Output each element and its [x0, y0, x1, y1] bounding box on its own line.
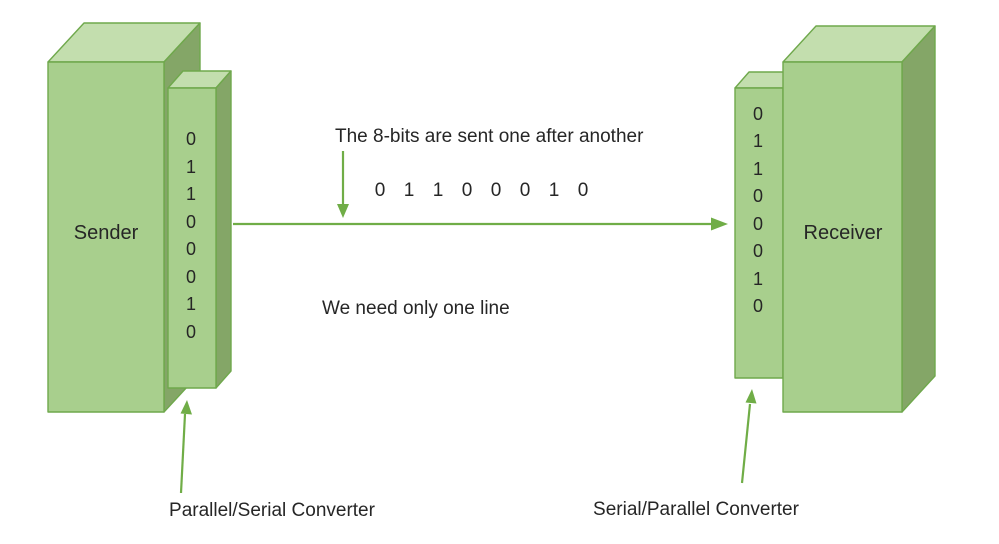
receiver-bit: 1 [753, 269, 763, 289]
sender-unit: Sender 0 1 1 0 0 0 1 0 [47, 22, 232, 413]
receiver-bit: 0 [753, 296, 763, 316]
serial-bit: 0 [578, 180, 589, 201]
down-arrowhead-icon [337, 204, 349, 218]
sender-converter-box: 0 1 1 0 0 0 1 0 [167, 70, 232, 389]
receiver-converter-caption: Serial/Parallel Converter [593, 499, 800, 520]
sender-bit: 0 [186, 267, 196, 287]
receiver-box-side [901, 25, 936, 413]
sender-bit: 0 [186, 239, 196, 259]
serial-bit: 0 [520, 180, 531, 201]
sender-converter-bits: 0 1 1 0 0 0 1 0 [186, 129, 196, 342]
receiver-bit: 0 [753, 214, 763, 234]
sender-converter-caption: Parallel/Serial Converter [169, 500, 376, 521]
receiver-bit: 1 [753, 131, 763, 151]
receiver-bit: 0 [753, 186, 763, 206]
transmission: The 8-bits are sent one after another 0 … [233, 126, 728, 319]
sender-bit: 1 [186, 294, 196, 314]
receiver-converter-arrow-line [740, 403, 752, 484]
serial-bit: 0 [375, 180, 386, 201]
receiver-box-front [782, 61, 903, 413]
sender-label: Sender [74, 222, 139, 244]
sender-bit: 0 [186, 129, 196, 149]
sender-converter-front [167, 87, 217, 389]
receiver-bit: 0 [753, 241, 763, 261]
sender-bit: 1 [186, 184, 196, 204]
receiver-unit: 0 1 1 0 0 0 1 0 Receiver [734, 25, 936, 413]
serial-bit: 1 [404, 180, 415, 201]
annotations: Parallel/Serial Converter Serial/Paralle… [169, 389, 800, 521]
note-bottom: We need only one line [322, 298, 510, 319]
receiver-converter-bits: 0 1 1 0 0 0 1 0 [753, 104, 763, 316]
sender-bit: 0 [186, 212, 196, 232]
sender-box-front [47, 61, 165, 413]
serial-bits-row: 0 1 1 0 0 0 1 0 [375, 180, 589, 201]
serial-bit: 0 [491, 180, 502, 201]
sender-converter-side [215, 70, 232, 389]
sender-converter-arrow-line [179, 413, 187, 494]
sender-bit: 0 [186, 322, 196, 342]
receiver-bit: 1 [753, 159, 763, 179]
serial-bit: 0 [462, 180, 473, 201]
receiver-bit: 0 [753, 104, 763, 124]
sender-bit: 1 [186, 157, 196, 177]
serial-bit: 1 [549, 180, 560, 201]
serial-line-arrowhead-icon [711, 217, 728, 231]
sender-converter-arrowhead-icon [180, 400, 192, 415]
note-top: The 8-bits are sent one after another [335, 126, 644, 147]
receiver-label: Receiver [804, 222, 883, 244]
serial-bit: 1 [433, 180, 444, 201]
receiver-converter-arrowhead-icon [745, 389, 757, 404]
